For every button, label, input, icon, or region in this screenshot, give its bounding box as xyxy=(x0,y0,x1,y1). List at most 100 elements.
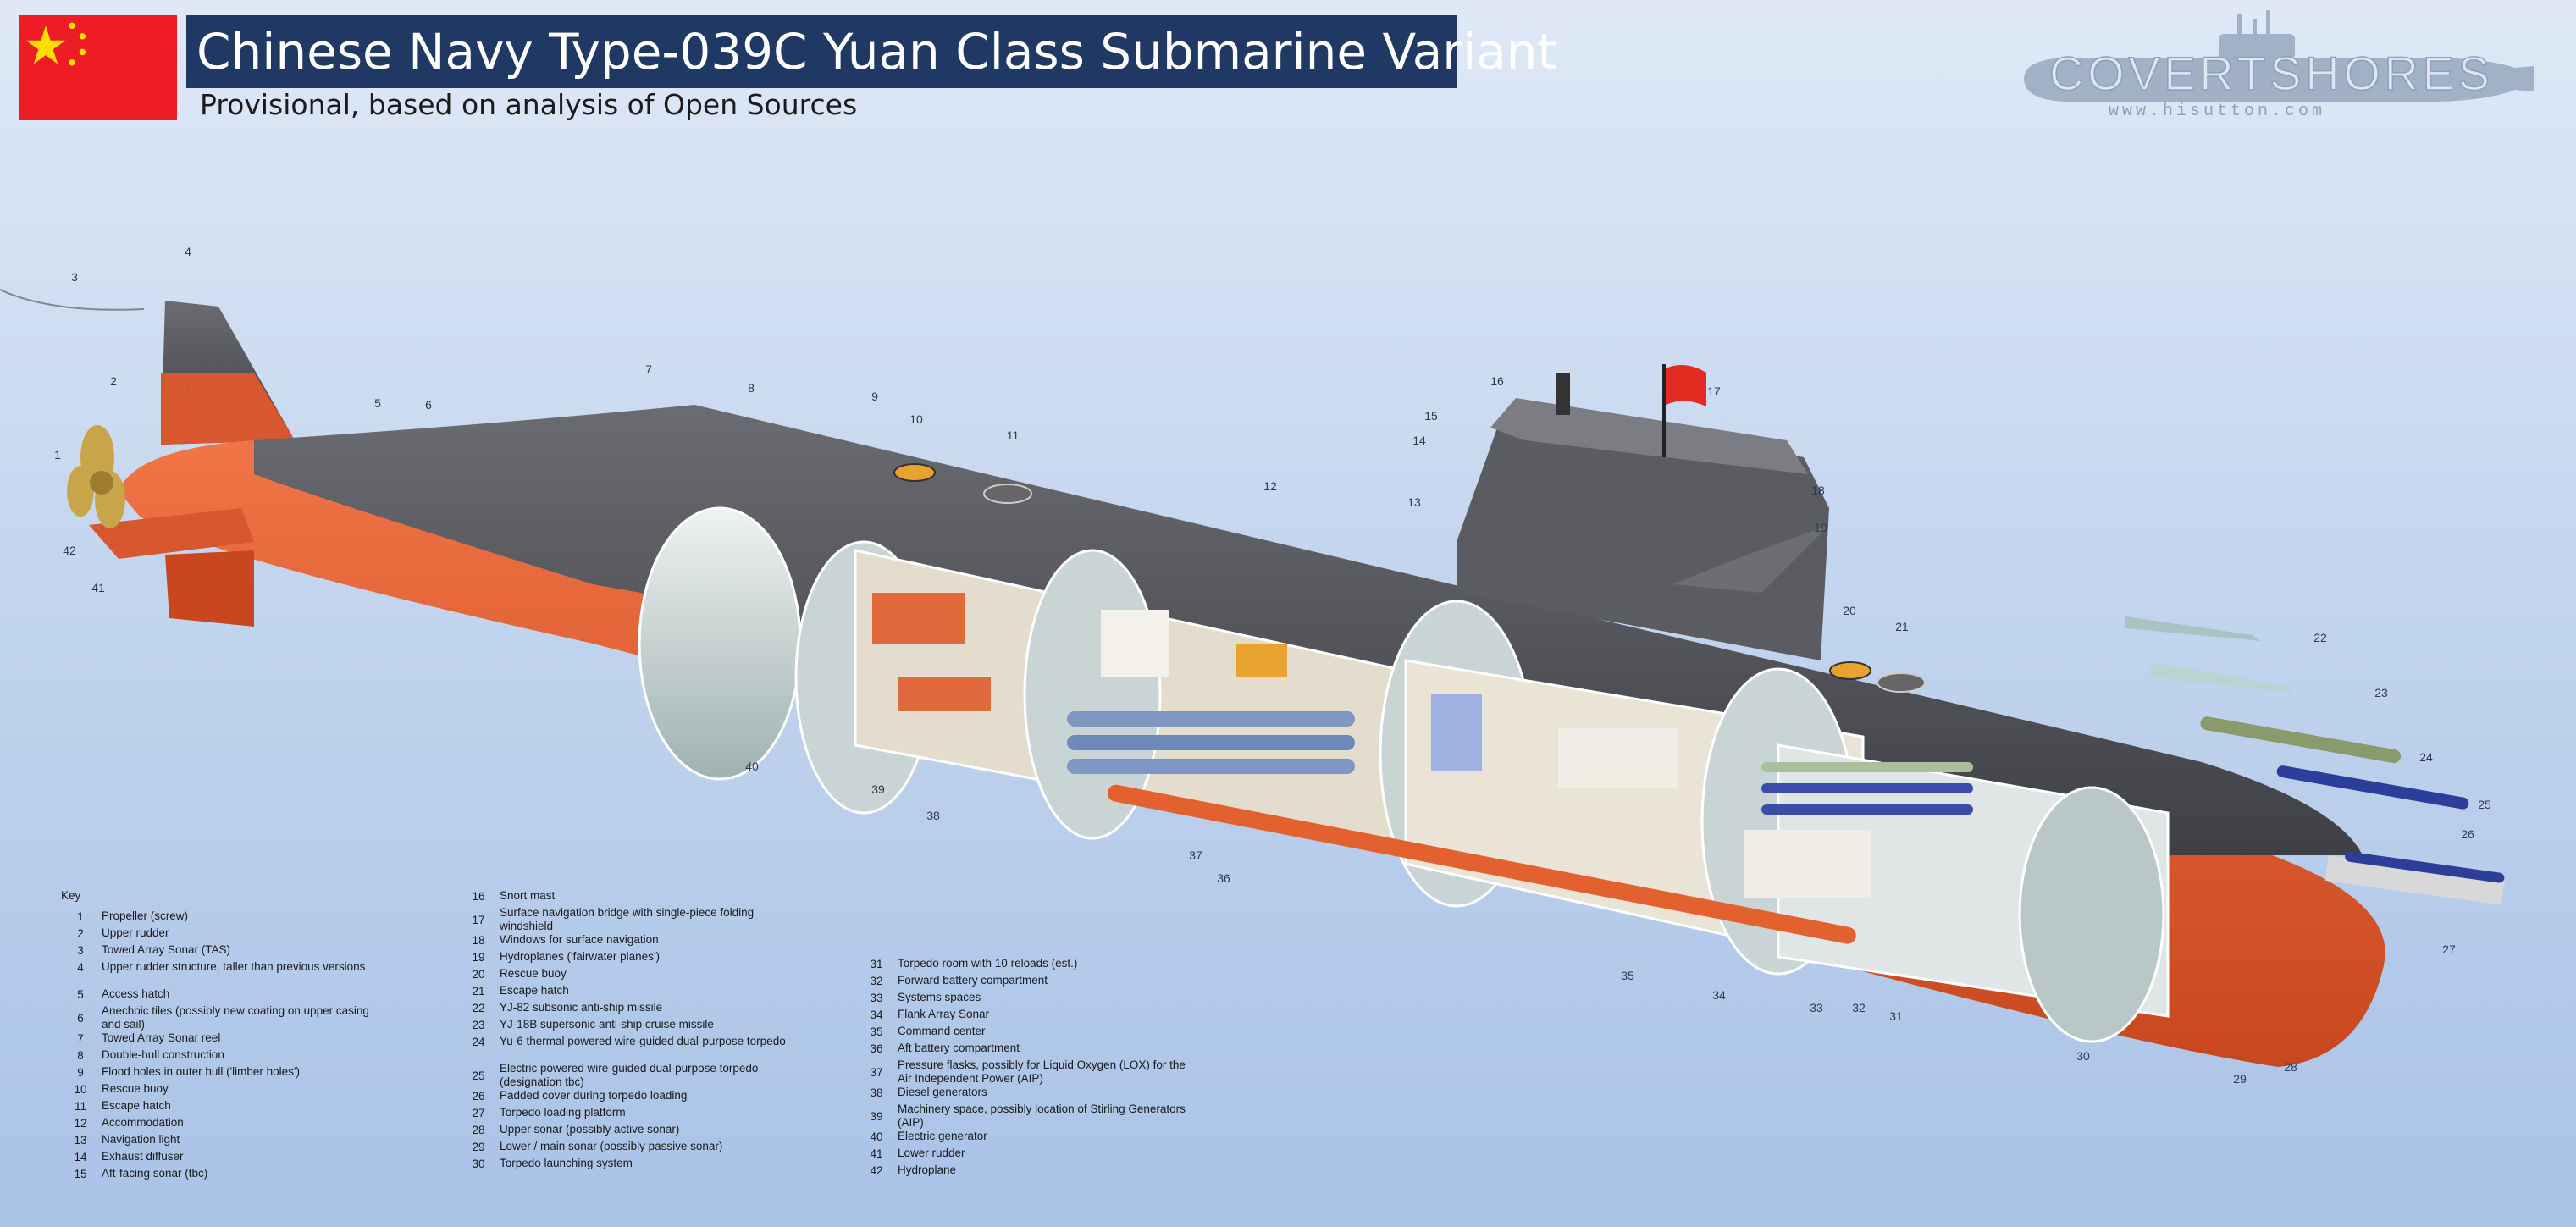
key-item: 33 Systems spaces xyxy=(855,991,1186,1004)
page-title: Chinese Navy Type-039C Yuan Class Submar… xyxy=(186,15,1556,88)
callout-number: 11 xyxy=(1007,428,1020,442)
key-item-label: Command center xyxy=(898,1025,986,1037)
propeller xyxy=(67,425,125,528)
key-item-label: Lower / main sonar (possibly passive son… xyxy=(500,1140,723,1152)
callout-number: 15 xyxy=(1424,409,1438,423)
callout-number: 18 xyxy=(1811,484,1825,497)
key-item-label: Towed Array Sonar (TAS) xyxy=(102,943,231,956)
key-item-number: 33 xyxy=(870,991,883,1004)
callout-number: 3 xyxy=(71,270,78,284)
key-item-number: 5 xyxy=(77,987,84,1001)
key-item-number: 40 xyxy=(870,1130,883,1143)
key-title: Key xyxy=(61,889,81,902)
key-item-number: 7 xyxy=(77,1031,84,1045)
towed-array-cable xyxy=(0,289,145,311)
callout-number: 26 xyxy=(2461,827,2474,841)
callout-number: 41 xyxy=(91,581,105,594)
key-item-number: 39 xyxy=(870,1109,883,1123)
rear-hydroplane xyxy=(89,508,254,559)
snort-mast xyxy=(1556,373,1570,415)
key-item-label: Lower rudder xyxy=(898,1147,965,1159)
key-item-number: 2 xyxy=(77,926,84,940)
key-item-label: Flood holes in outer hull ('limber holes… xyxy=(102,1065,301,1078)
key-item-number: 35 xyxy=(870,1025,883,1038)
callout-number: 21 xyxy=(1895,620,1909,633)
key-item-label: Electric powered wire-guided dual-purpos… xyxy=(500,1062,759,1088)
callout-number: 28 xyxy=(2284,1060,2297,1074)
key-item-number: 36 xyxy=(870,1042,883,1055)
callout-number: 42 xyxy=(63,544,76,557)
key-item-label: Anechoic tiles (possibly new coating on … xyxy=(102,1004,369,1031)
fairwater-planes xyxy=(1672,525,1829,593)
key-item-number: 28 xyxy=(472,1123,485,1136)
key-item-label: Machinery space, possibly location of St… xyxy=(898,1103,1186,1129)
key-item-number: 9 xyxy=(77,1065,84,1079)
key-item-label: Systems spaces xyxy=(898,991,981,1003)
callout-number: 2 xyxy=(110,374,117,388)
callout-number: 29 xyxy=(2233,1072,2247,1086)
key-item-number: 42 xyxy=(870,1163,883,1177)
callout-number: 14 xyxy=(1412,434,1426,447)
callout-number: 1 xyxy=(54,448,61,462)
covertshores-logo: COVERTSHORES www.hisutton.com xyxy=(2024,10,2534,121)
logo-url: www.hisutton.com xyxy=(2109,102,2325,121)
key-item-label: Rescue buoy xyxy=(500,967,567,980)
key-item-label: Yu-6 thermal powered wire-guided dual-pu… xyxy=(500,1035,786,1047)
key-item-number: 29 xyxy=(472,1140,485,1153)
escape-hatch-fwd xyxy=(1877,672,1926,693)
key-item: 39 Machinery space, possibly location of … xyxy=(855,1103,1186,1130)
key-item-label: Hydroplane xyxy=(898,1163,957,1176)
interior-equipment xyxy=(872,593,1973,944)
key-item-label: Double-hull construction xyxy=(102,1048,224,1061)
key-item-number: 34 xyxy=(870,1008,883,1021)
callout-number: 17 xyxy=(1707,384,1721,398)
logo-text: COVERTSHORES xyxy=(2049,47,2490,100)
key-item-number: 38 xyxy=(870,1086,883,1099)
callout-number: 40 xyxy=(745,760,759,773)
key-item-number: 12 xyxy=(74,1116,87,1130)
key-item: 38 Diesel generators xyxy=(855,1086,1186,1099)
key-item-number: 32 xyxy=(870,974,883,987)
key-item-label: Torpedo room with 10 reloads (est.) xyxy=(898,957,1078,970)
key-item-label: Snort mast xyxy=(500,889,556,902)
key-item: 8 Double-hull construction xyxy=(59,1048,390,1062)
key-item: 42 Hydroplane xyxy=(855,1163,1186,1177)
key-item-number: 27 xyxy=(472,1106,485,1119)
callout-number: 6 xyxy=(425,398,432,412)
key-item-label: Windows for surface navigation xyxy=(500,933,659,946)
key-item-label: Upper rudder xyxy=(102,926,169,939)
callout-number: 35 xyxy=(1621,969,1634,982)
callout-number: 34 xyxy=(1712,988,1726,1002)
key-item-label: Diesel generators xyxy=(898,1086,987,1098)
callout-number: 19 xyxy=(1814,521,1827,534)
key-item-number: 37 xyxy=(870,1065,883,1079)
lower-rudder xyxy=(165,550,254,627)
key-item-number: 8 xyxy=(77,1048,84,1062)
callout-number: 39 xyxy=(871,782,885,796)
callout-number: 16 xyxy=(1490,374,1504,388)
key-item: 35 Command center xyxy=(855,1025,1186,1038)
china-flag xyxy=(19,15,177,120)
callout-number: 31 xyxy=(1889,1009,1903,1023)
key-item-number: 20 xyxy=(472,967,485,981)
key-item: 9 Flood holes in outer hull ('limber hole… xyxy=(59,1065,390,1079)
